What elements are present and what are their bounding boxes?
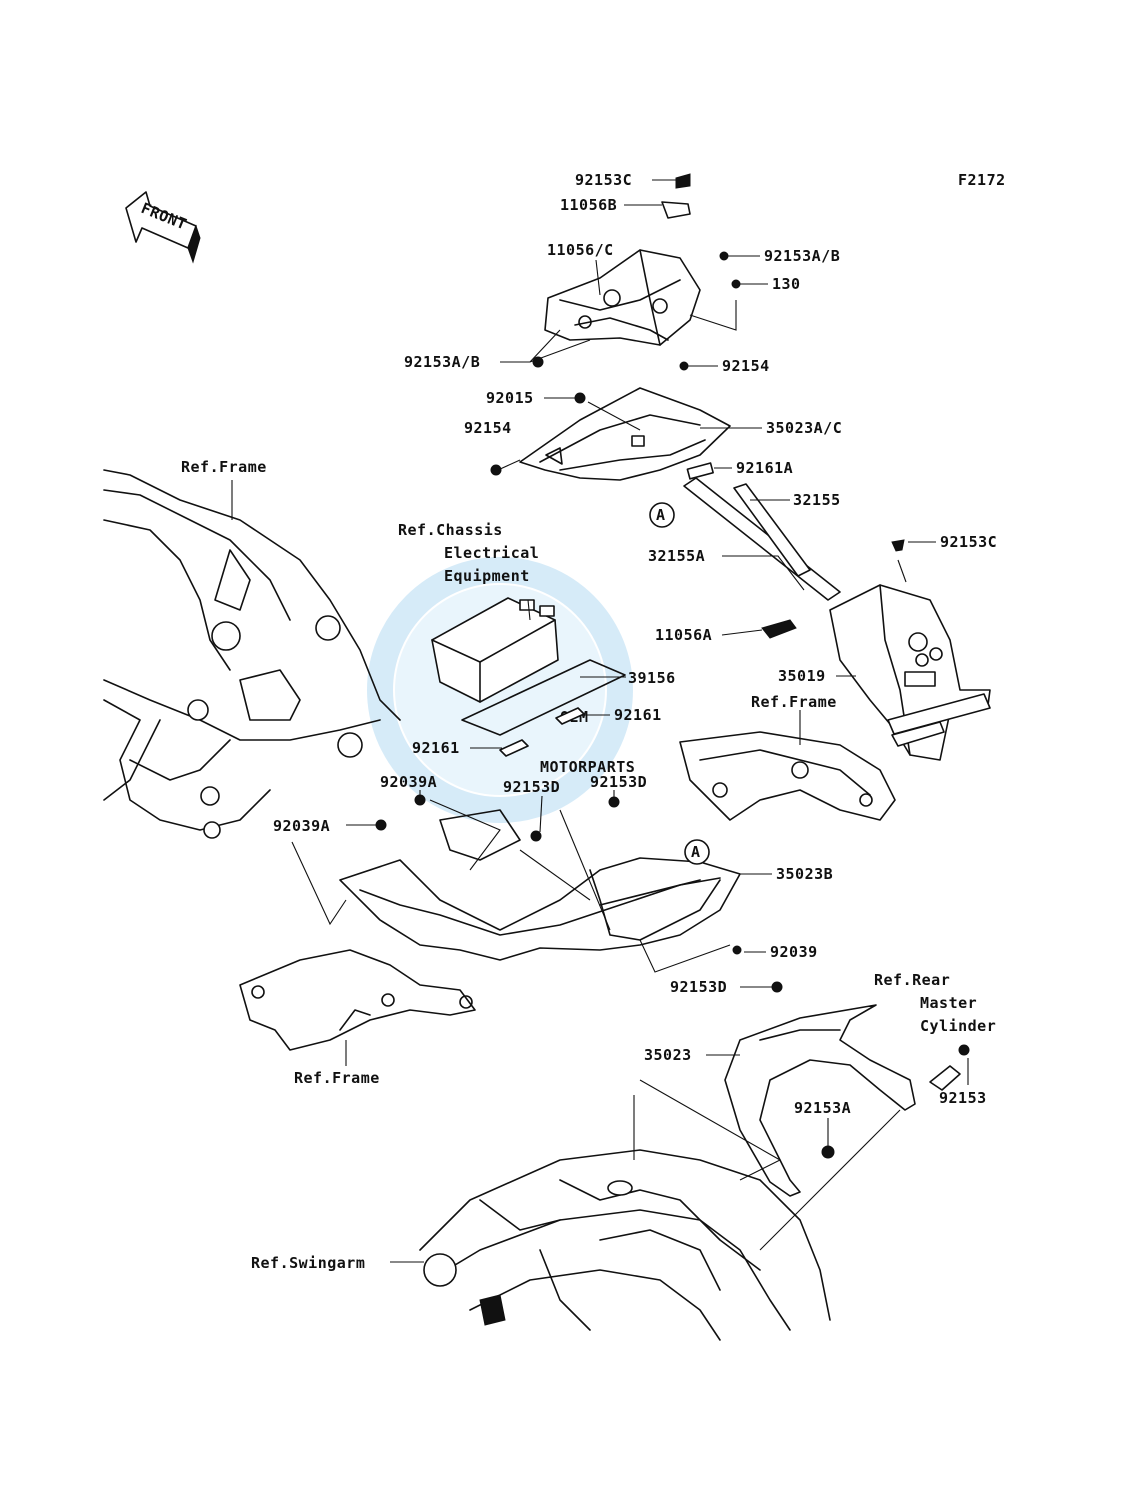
- figure-code: F2172: [958, 171, 1006, 189]
- part-label: Ref.Swingarm: [251, 1254, 365, 1272]
- tubes: [683, 462, 841, 601]
- part-label: 32155A: [648, 547, 705, 565]
- part-label: 39156: [628, 669, 676, 687]
- part-label: 92154: [464, 419, 512, 437]
- part-label: 92153D: [670, 978, 727, 996]
- swingarm: [419, 1149, 831, 1341]
- lower-frame: [239, 949, 476, 1051]
- part-label: 92161: [614, 706, 662, 724]
- part-label: 92153C: [575, 171, 632, 189]
- part-label: 92039A: [273, 817, 330, 835]
- part-label: 92161A: [736, 459, 793, 477]
- part-label: Ref.Rear: [874, 971, 950, 989]
- part-label: 35023A/C: [766, 419, 842, 437]
- watermark-subtitle: MOTORPARTS: [540, 758, 635, 776]
- rear-box: [829, 584, 991, 761]
- front-arrow-icon: FRONT: [125, 191, 201, 264]
- part-label: Ref.Frame: [751, 693, 837, 711]
- battery-mat: [461, 659, 626, 757]
- part-label: Equipment: [444, 567, 530, 585]
- part-label: 11056B: [560, 196, 617, 214]
- part-label: Ref.Frame: [294, 1069, 380, 1087]
- marker-a-label: A: [656, 506, 666, 524]
- part-label: 11056A: [655, 626, 712, 644]
- part-label: 35023: [644, 1046, 692, 1064]
- part-label: 92153A/B: [404, 353, 480, 371]
- battery-box: [431, 597, 559, 703]
- part-label: 11056/C: [547, 241, 614, 259]
- part-label: Ref.Frame: [181, 458, 267, 476]
- rear-subframe: [679, 731, 896, 821]
- part-label: 92153: [939, 1089, 987, 1107]
- bolt-icons: [375, 173, 970, 1159]
- part-label: 92154: [722, 357, 770, 375]
- part-label: 35019: [778, 667, 826, 685]
- part-label: 92153D: [590, 773, 647, 791]
- part-label: Electrical: [444, 544, 539, 562]
- part-label: 92153A/B: [764, 247, 840, 265]
- grab-rail: [724, 1004, 961, 1197]
- marker-a-label: A: [691, 843, 701, 861]
- part-label: 92039: [770, 943, 818, 961]
- part-label: Master: [920, 994, 977, 1012]
- part-label: 92153D: [503, 778, 560, 796]
- part-label: 92161: [412, 739, 460, 757]
- part-label: 92153C: [940, 533, 997, 551]
- leader-lines: [231, 179, 969, 1263]
- bracket-assembly: [544, 201, 701, 346]
- part-label: Ref.Chassis: [398, 521, 503, 539]
- part-label: 130: [772, 275, 801, 293]
- main-frame: [103, 469, 401, 839]
- part-label: 32155: [793, 491, 841, 509]
- part-labels: 92153C 11056B 11056/C 92153A/B 130 92153…: [181, 171, 997, 1272]
- part-label: 92039A: [380, 773, 437, 791]
- lower-tray: [339, 809, 741, 961]
- part-label: Cylinder: [920, 1017, 996, 1035]
- reference-marker-a-top: A: [649, 502, 675, 528]
- part-label: 35023B: [776, 865, 833, 883]
- reference-marker-a-bottom: A: [684, 839, 710, 865]
- part-label: 92015: [486, 389, 534, 407]
- part-label: 92153A: [794, 1099, 851, 1117]
